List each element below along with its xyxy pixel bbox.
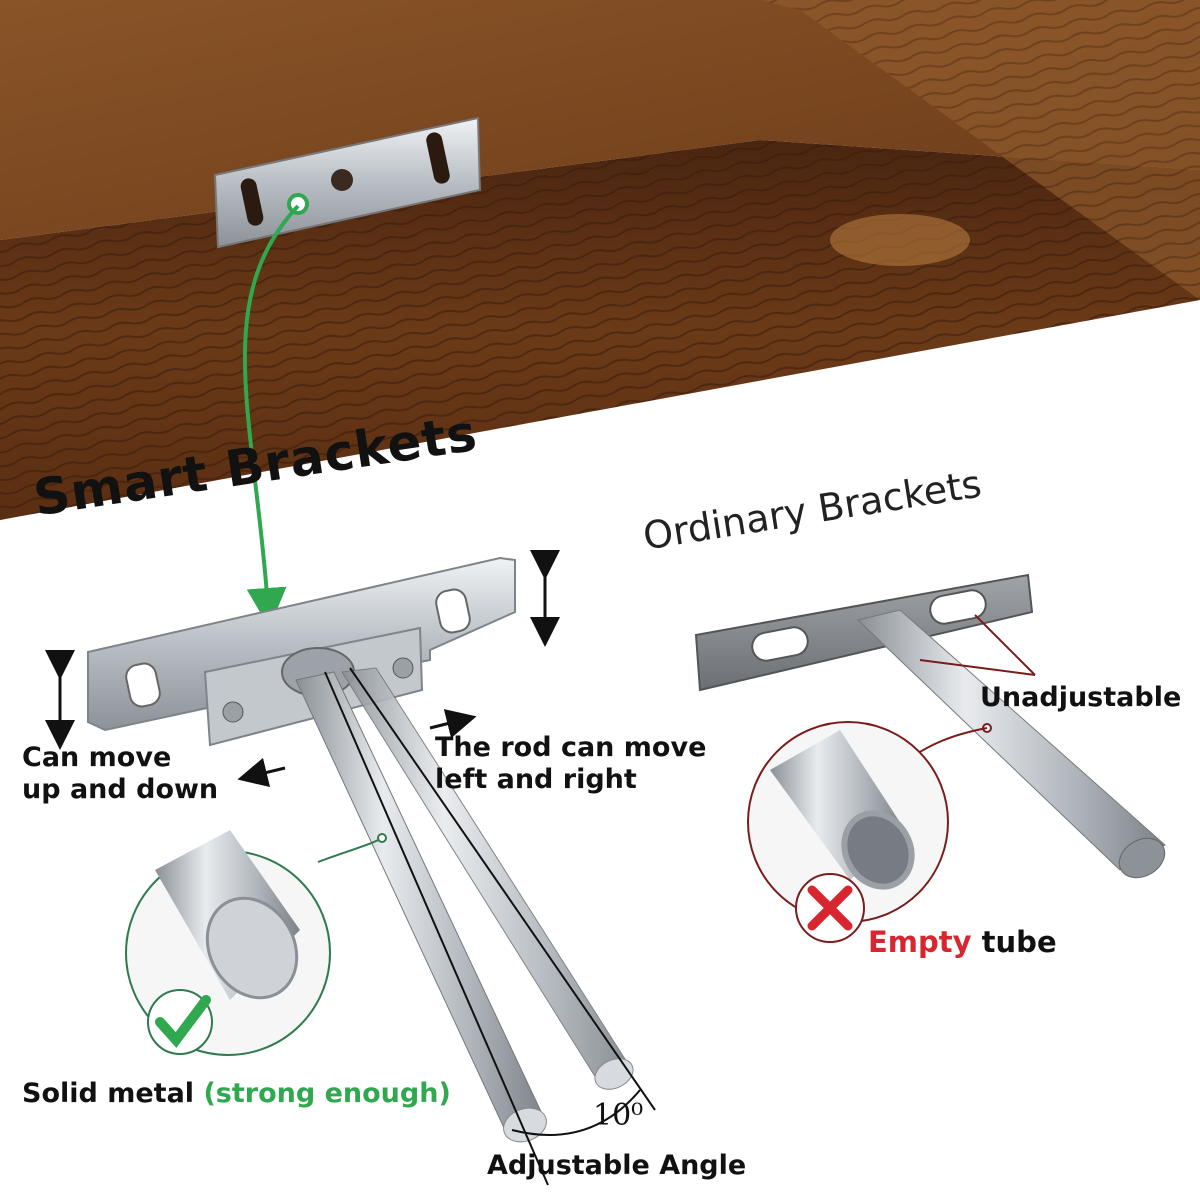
- unadjustable-label: Unadjustable: [980, 682, 1182, 713]
- shelf-mount-plate: [213, 116, 482, 249]
- move-up-down-label: Can move up and down: [22, 742, 218, 806]
- empty-tube-zoom: [747, 721, 949, 943]
- smart-bracket: [87, 556, 656, 1186]
- move-up-down-line-1: Can move: [22, 742, 172, 773]
- strong-enough-text: (strong enough): [203, 1078, 451, 1109]
- rod-move-label: The rod can move left and right: [435, 732, 706, 796]
- ordinary-bracket: [694, 573, 1166, 879]
- adjustable-angle-label: Adjustable Angle: [487, 1150, 747, 1181]
- rod-move-line-2: left and right: [435, 764, 637, 795]
- solid-metal-label: Solid metal (strong enough): [22, 1078, 451, 1109]
- angle-value: 10⁰: [593, 1098, 644, 1133]
- solid-metal-zoom: [125, 830, 387, 1056]
- tube-text: tube: [981, 925, 1057, 959]
- cross-icon: [807, 885, 853, 931]
- wooden-shelf: [0, 0, 1200, 520]
- empty-tube-label: Empty tube: [868, 925, 1057, 959]
- connector-arrow: [242, 204, 300, 628]
- rod-move-line-1: The rod can move: [435, 732, 707, 763]
- empty-text: Empty: [868, 925, 972, 959]
- check-icon: [155, 995, 211, 1048]
- move-up-down-line-2: up and down: [22, 774, 219, 805]
- motion-arrows: [45, 550, 560, 788]
- solid-metal-text: Solid metal: [22, 1078, 195, 1109]
